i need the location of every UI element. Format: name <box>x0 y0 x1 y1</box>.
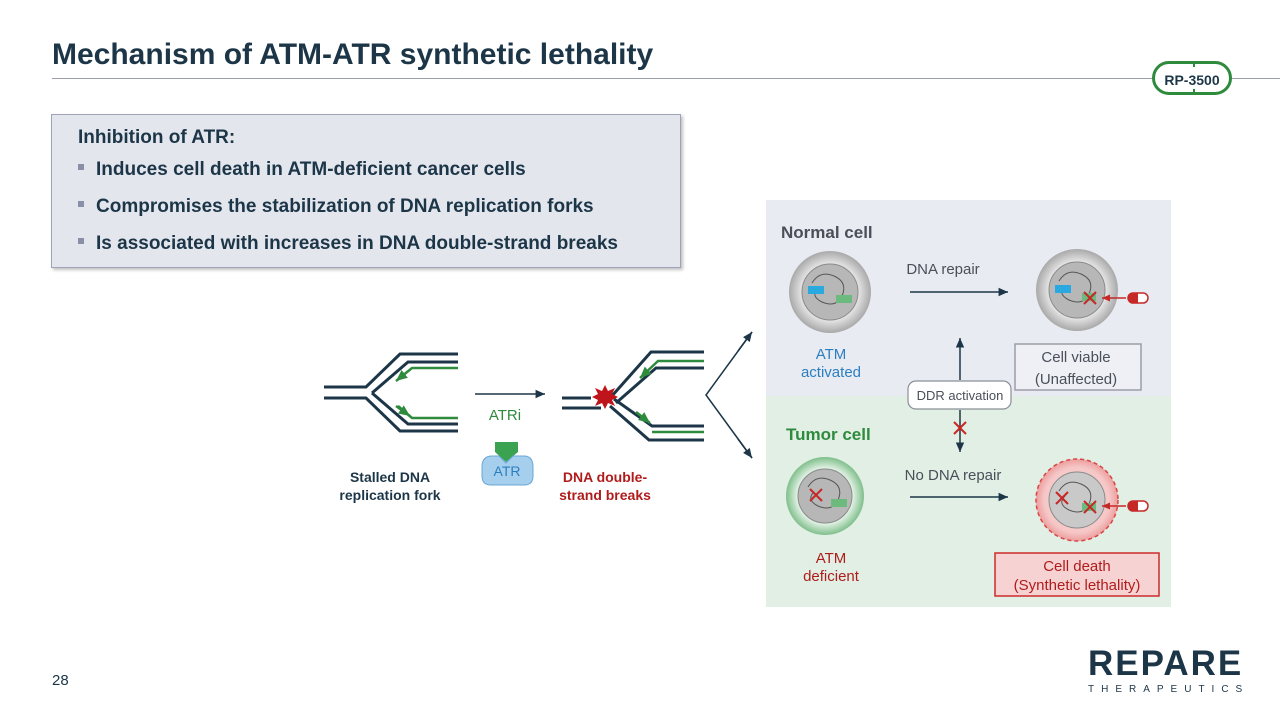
bullet-text: Is associated with increases in DNA doub… <box>96 233 618 254</box>
stalled-fork-label-line2: replication fork <box>339 487 440 503</box>
dsb-label-line2: strand breaks <box>559 487 651 503</box>
bullet-text: Compromises the stabilization of DNA rep… <box>96 196 594 217</box>
logo-word: REPARE <box>1088 644 1244 683</box>
broken-fork-new-strands <box>635 359 704 434</box>
branch-lines <box>705 331 753 459</box>
stalled-fork-graphic <box>324 352 458 433</box>
bullet-text: Induces cell death in ATM-deficient canc… <box>96 159 526 180</box>
bullet-square-icon <box>78 163 84 170</box>
cell-death-line1: Cell death <box>1043 558 1111 575</box>
page-number: 28 <box>52 672 69 689</box>
atr-label: ATR <box>494 463 521 479</box>
cell-viable-line1: Cell viable <box>1041 349 1110 366</box>
broken-fork-graphic <box>562 350 704 442</box>
company-logo: REPARE THERAPEUTICS <box>1088 644 1250 695</box>
tumor-cell-graphic <box>786 457 864 535</box>
bullet-item: Compromises the stabilization of DNA rep… <box>78 196 618 233</box>
summary-bullets: Induces cell death in ATM-deficient canc… <box>78 159 618 270</box>
normal-atm-label-line1: ATM <box>816 346 847 363</box>
normal-cell-graphic <box>789 251 871 333</box>
dsb-starburst-icon <box>592 385 618 409</box>
tumor-repair-label: No DNA repair <box>905 467 1002 484</box>
normal-cell-title: Normal cell <box>781 223 873 242</box>
logo-subtitle: THERAPEUTICS <box>1088 684 1250 695</box>
branch-arrow-normal <box>737 331 753 352</box>
atri-label: ATRi <box>489 407 521 424</box>
cell-viable-line2: (Unaffected) <box>1035 371 1117 388</box>
badge-tick-bottom <box>1193 89 1195 95</box>
normal-cell-x-icon <box>1083 291 1097 305</box>
tumor-cell-after-graphic <box>1035 458 1119 542</box>
ddr-activation-box <box>907 380 1012 410</box>
badge-tick-top <box>1193 61 1195 67</box>
bullet-square-icon <box>78 237 84 244</box>
normal-cell-panel <box>766 200 1171 396</box>
summary-box: Inhibition of ATR: Induces cell death in… <box>51 114 681 268</box>
ddr-blocked-x-icon <box>953 421 967 435</box>
normal-repair-label: DNA repair <box>906 261 979 278</box>
summary-heading: Inhibition of ATR: <box>78 127 236 148</box>
product-badge: RP-3500 <box>1152 61 1232 95</box>
branch-arrow-tumor <box>737 438 753 459</box>
dsb-label-line1: DNA double- <box>563 469 648 485</box>
normal-drug-pill-icon <box>1127 292 1149 304</box>
normal-cell-after-graphic <box>1036 249 1118 331</box>
stalled-fork-new-strands <box>395 366 458 420</box>
cell-viable-box <box>1014 343 1142 391</box>
ddr-activation-label: DDR activation <box>917 388 1004 403</box>
tumor-atm-x-icon <box>809 488 823 502</box>
tumor-atm-label-line2: deficient <box>803 568 860 585</box>
page-title: Mechanism of ATM-ATR synthetic lethality <box>52 38 654 71</box>
bullet-item: Induces cell death in ATM-deficient canc… <box>78 159 618 196</box>
bullet-item: Is associated with increases in DNA doub… <box>78 233 618 270</box>
badge-label: RP-3500 <box>1164 72 1220 88</box>
title-divider <box>52 78 1280 79</box>
cell-death-box <box>994 552 1160 597</box>
tumor-drug-pill-icon <box>1127 500 1149 512</box>
bullet-square-icon <box>78 200 84 207</box>
cell-death-line2: (Synthetic lethality) <box>1014 577 1141 594</box>
tumor-death-x-icon <box>1055 491 1097 514</box>
stalled-fork-label-line1: Stalled DNA <box>350 469 430 485</box>
tumor-atm-label-line1: ATM <box>816 550 847 567</box>
atr-inhibitor-icon <box>481 442 534 486</box>
tumor-cell-panel <box>766 396 1171 607</box>
tumor-cell-title: Tumor cell <box>786 425 871 444</box>
normal-atm-label-line2: activated <box>801 364 861 381</box>
